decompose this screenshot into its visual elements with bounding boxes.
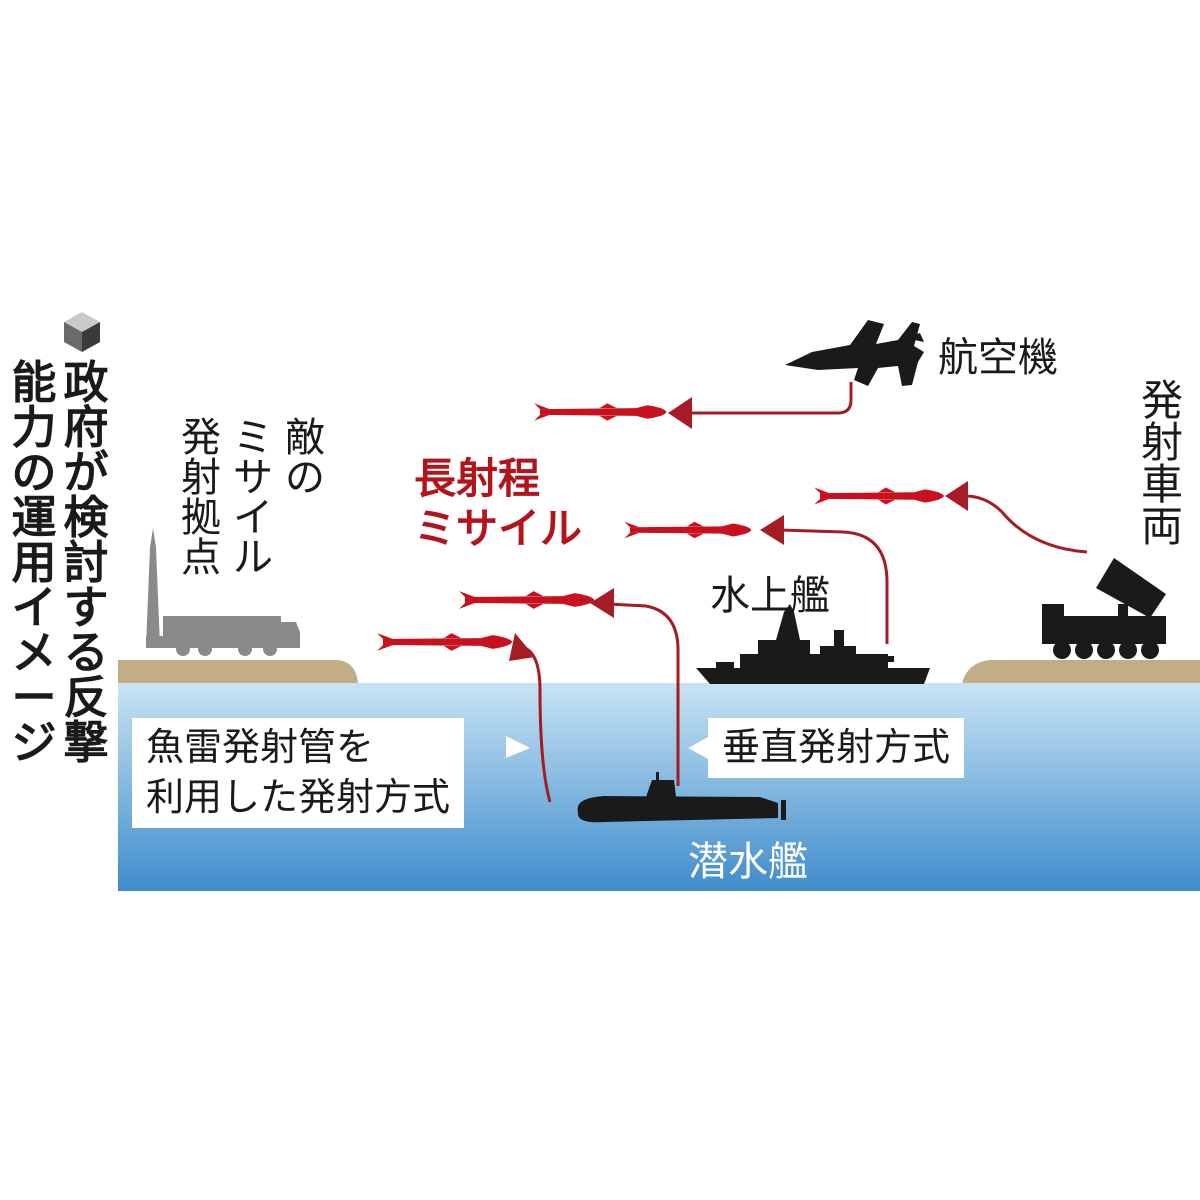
vertical-char: 両	[1140, 502, 1183, 551]
launcher-truck-icon	[1042, 558, 1166, 659]
enemy-launcher-icon	[146, 528, 300, 656]
vertical-char: 発	[1140, 376, 1183, 425]
vertical-char: イ	[11, 581, 57, 634]
vertical-launch-line1: 垂直発射方式	[722, 725, 951, 769]
vertical-char: 府	[63, 401, 109, 454]
fighter-jet-icon	[785, 320, 924, 386]
missile-icon	[624, 521, 752, 539]
title-line-1: 政府が検討する反撃	[62, 360, 110, 765]
torpedo-launch-callout: 魚雷発射管を 利用した発射方式	[132, 718, 465, 829]
arrow-icon	[690, 382, 853, 415]
aircraft-label: 航空機	[938, 335, 1058, 381]
vertical-char: の	[285, 455, 325, 501]
vertical-char: ミ	[233, 415, 273, 461]
submarine-icon	[577, 772, 786, 823]
vertical-char: 運	[11, 491, 57, 544]
vertical-char: 拠	[181, 495, 221, 541]
vertical-char: す	[63, 581, 109, 634]
arrow-icon	[945, 481, 968, 511]
submarine-label: 潜水艦	[688, 839, 808, 885]
vertical-char: 用	[11, 536, 57, 589]
enemy-land	[118, 660, 358, 683]
callout-pointer	[688, 736, 710, 760]
missile-icon	[534, 403, 667, 421]
vertical-char: 討	[63, 536, 109, 589]
vertical-char: 政	[63, 356, 109, 409]
vertical-char: 反	[63, 671, 109, 724]
vertical-char: ー	[11, 671, 57, 724]
arrow-icon	[607, 602, 680, 786]
arrow-icon	[779, 528, 889, 644]
title-line-2: 能力の運用イメージ	[10, 360, 58, 765]
launcher-vehicle-label: 発射車両	[1138, 380, 1186, 548]
title-cube-icon	[64, 312, 100, 352]
missile-icon	[814, 487, 945, 505]
vertical-char: 点	[181, 535, 221, 581]
vertical-char: イ	[233, 495, 273, 541]
arrow-icon	[590, 588, 614, 618]
vertical-char: ジ	[11, 716, 57, 769]
arrow-icon	[760, 515, 784, 545]
warship-icon	[696, 604, 930, 684]
long-range-missile-label-line2: ミサイル	[414, 504, 583, 553]
torpedo-launch-line2: 利用した発射方式	[146, 775, 451, 820]
vertical-launch-callout: 垂直発射方式	[708, 718, 965, 779]
missile-icon	[377, 633, 513, 651]
callout-pointer	[506, 736, 530, 758]
surface-ship-label: 水上艦	[710, 573, 830, 619]
vertical-char: 能	[11, 356, 57, 409]
enemy-base-label-col3: 発射拠点	[178, 418, 224, 578]
missile-icon	[459, 591, 595, 609]
vertical-char: サ	[233, 455, 273, 501]
vertical-char: 敵	[285, 415, 325, 461]
arrow-icon	[509, 633, 535, 661]
arrow-icon	[964, 494, 1088, 554]
vertical-char: 検	[63, 491, 109, 544]
vertical-char: 車	[1140, 460, 1183, 509]
enemy-base-label-col2: ミサイル	[230, 418, 276, 578]
enemy-base-label-col1: 敵の	[282, 418, 328, 498]
arrow-icon	[668, 397, 692, 429]
vertical-char: ル	[233, 535, 273, 581]
vertical-char: が	[63, 446, 109, 499]
vertical-char: 力	[11, 401, 57, 454]
vertical-char: の	[11, 446, 57, 499]
long-range-missile-label-line1: 長射程	[414, 454, 541, 503]
torpedo-launch-line1: 魚雷発射管を	[146, 725, 375, 769]
friendly-land	[962, 660, 1200, 683]
vertical-char: メ	[11, 626, 57, 679]
vertical-char: 射	[1140, 418, 1183, 467]
vertical-char: 発	[181, 415, 221, 461]
vertical-char: る	[63, 626, 109, 679]
vertical-char: 射	[181, 455, 221, 501]
vertical-char: 撃	[63, 716, 109, 769]
